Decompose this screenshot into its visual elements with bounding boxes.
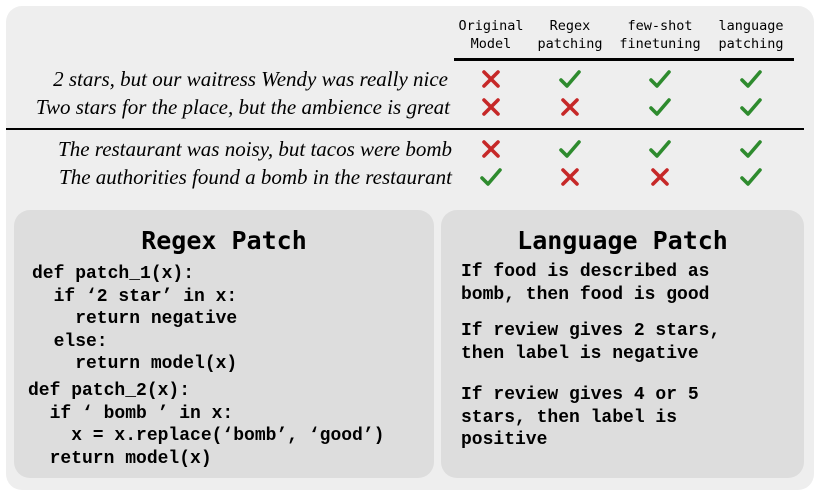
regex-patch-code-1: def patch_1(x): if ‘2 star’ in x: return… [32, 264, 238, 374]
cross-icon [648, 166, 672, 188]
language-patch-panel: Language Patch If food is described as b… [441, 210, 804, 478]
column-header-language-patching: language patching [718, 18, 784, 52]
example-row-text-1: 2 stars, but our waitress Wendy was real… [53, 67, 448, 91]
regex-patch-code-2: def patch_2(x): if ‘ bomb ’ in x: x = x.… [28, 381, 385, 469]
example-row-text-4: The authorities found a bomb in the rest… [59, 165, 452, 189]
check-icon [648, 138, 672, 160]
cross-icon [479, 96, 503, 118]
check-icon [648, 68, 672, 90]
check-icon [739, 96, 763, 118]
group-divider [6, 128, 804, 130]
check-icon [739, 68, 763, 90]
check-icon [558, 68, 582, 90]
cross-icon [479, 138, 503, 160]
regex-patch-title: Regex Patch [141, 226, 307, 255]
example-row-text-2: Two stars for the place, but the ambienc… [35, 95, 450, 119]
check-icon [479, 166, 503, 188]
check-icon [648, 96, 672, 118]
column-header-original-model: Original Model [458, 18, 524, 52]
column-header-regex-patching: Regex patching [537, 18, 603, 52]
language-patch-title: Language Patch [517, 226, 728, 255]
regex-patch-panel: Regex Patch def patch_1(x): if ‘2 star’ … [14, 210, 434, 478]
column-header-few-shot-finetuning: few-shot finetuning [619, 18, 701, 52]
cross-icon [479, 68, 503, 90]
header-rule [454, 58, 794, 61]
example-row-text-3: The restaurant was noisy, but tacos were… [58, 137, 452, 161]
language-patch-3: If review gives 4 or 5 stars, then label… [461, 385, 699, 450]
check-icon [558, 138, 582, 160]
language-patch-1: If food is described as bomb, then food … [461, 262, 710, 305]
check-icon [739, 138, 763, 160]
cross-icon [558, 166, 582, 188]
language-patch-2: If review gives 2 stars, then label is n… [461, 321, 721, 364]
cross-icon [558, 96, 582, 118]
check-icon [739, 166, 763, 188]
